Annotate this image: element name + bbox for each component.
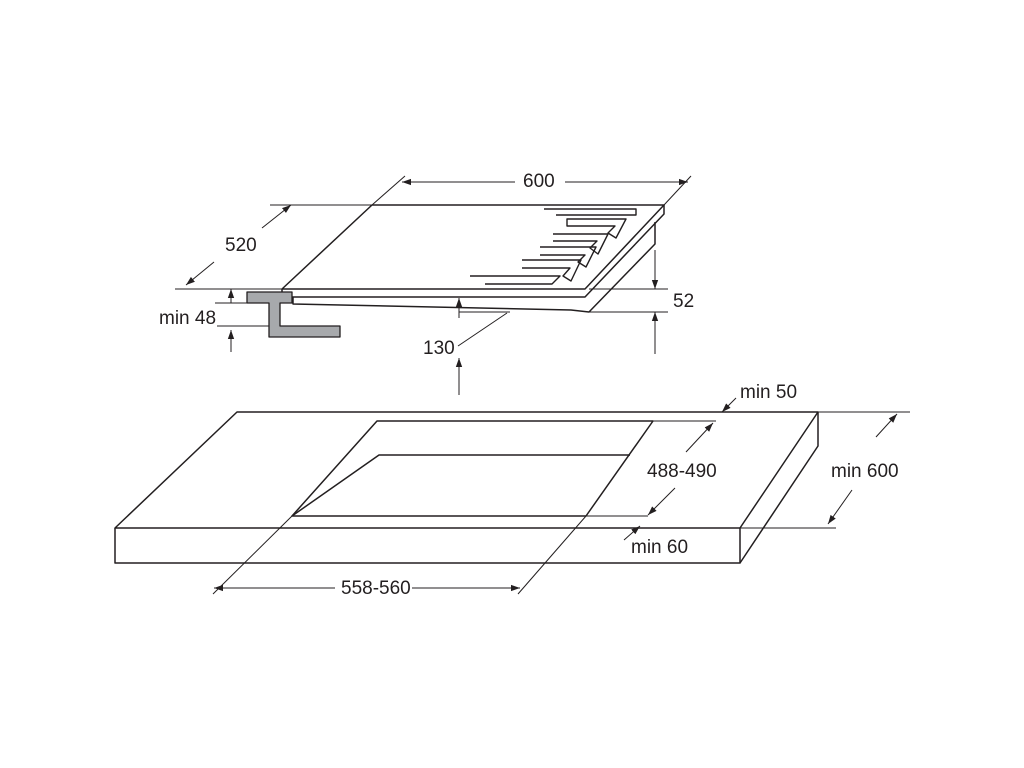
hob-depth-label: 520 — [224, 235, 258, 256]
worktop-side-face — [739, 412, 819, 564]
hob-height-label: 52 — [672, 291, 696, 312]
cutout-depth-label: 488-490 — [646, 461, 718, 482]
worktop-dimension-lines — [212, 397, 910, 595]
hob-casing — [292, 222, 656, 313]
hob — [281, 204, 665, 313]
mounting-bracket — [246, 291, 341, 338]
cutout-inner-wall — [291, 454, 630, 517]
clearance-below-label: 130 — [422, 338, 456, 359]
min-distance-below-label: min 48 — [158, 308, 218, 329]
worktop-front-face — [114, 528, 741, 564]
cutout-width-label: 558-560 — [340, 578, 412, 599]
worktop — [114, 411, 819, 564]
rear-distance-label: min 50 — [739, 382, 799, 403]
pan-support-icon — [470, 208, 637, 285]
front-distance-label: min 60 — [630, 537, 690, 558]
hob-dimension-lines — [175, 175, 692, 395]
worktop-depth-label: min 600 — [830, 461, 900, 482]
hob-width-label: 600 — [522, 171, 556, 192]
